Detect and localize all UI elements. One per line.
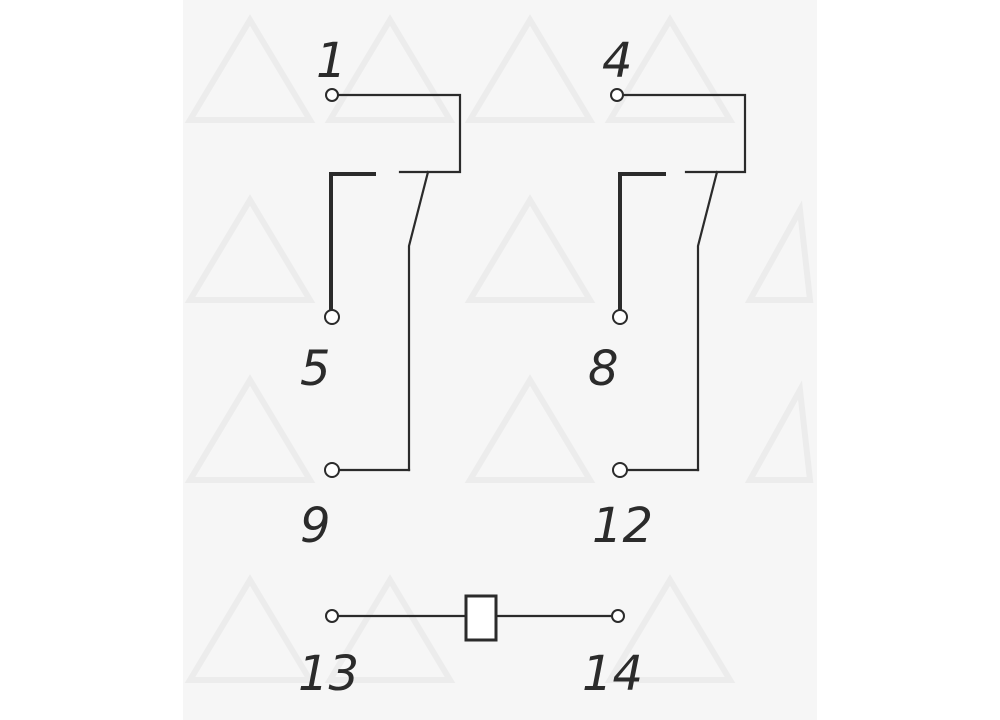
switch-blade-left [407,170,430,472]
terminal-pin4 [610,88,624,102]
terminal-pin12 [612,462,628,478]
label-pin12: 12 [592,498,653,554]
switch-blade-right [696,170,719,472]
terminal-pin1 [325,88,339,102]
nc-contact-right [618,172,666,310]
label-pin1: 1 [316,33,347,89]
label-pin14: 14 [582,646,643,702]
wire-pin1 [336,93,462,174]
coil [325,594,625,642]
label-pin9: 9 [300,498,331,554]
terminal-pin5 [324,309,340,325]
terminal-pin8 [612,309,628,325]
left-switch [324,88,462,478]
nc-contact-left [329,172,376,310]
label-pin8: 8 [588,341,619,397]
label-pin4: 4 [602,33,633,89]
terminal-pin9 [324,462,340,478]
terminal-pin14 [611,609,625,623]
label-pin13: 13 [298,646,359,702]
terminal-pin13 [325,609,339,623]
right-switch [610,88,747,478]
label-pin5: 5 [300,341,331,397]
wire-pin4 [621,93,747,174]
coil-box [464,594,498,642]
pin-labels: 1 4 5 8 9 12 13 14 [298,33,653,702]
background-watermark [184,14,814,683]
